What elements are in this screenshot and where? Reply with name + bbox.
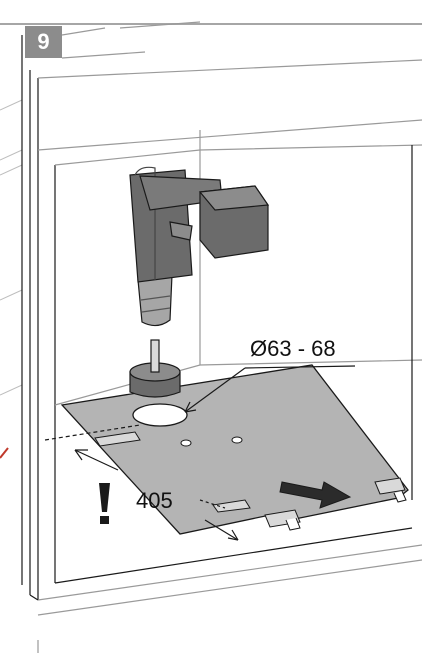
step-number-badge: 9: [25, 26, 62, 58]
drill-icon: [129, 166, 270, 398]
distance-dimension: [44, 424, 239, 541]
cabinet-body: [21, 21, 422, 653]
distance-label: 405: [136, 488, 173, 513]
arrow-icon: [279, 481, 352, 509]
diameter-leader: [184, 365, 356, 413]
hole-cutout: [132, 403, 188, 427]
drilling-template: [60, 364, 409, 535]
edge-marker: [0, 447, 9, 459]
adjacent-cabinet: [0, 99, 23, 396]
exclamation-icon: [99, 483, 110, 524]
hole-diameter-label: Ø63 - 68: [250, 336, 336, 361]
